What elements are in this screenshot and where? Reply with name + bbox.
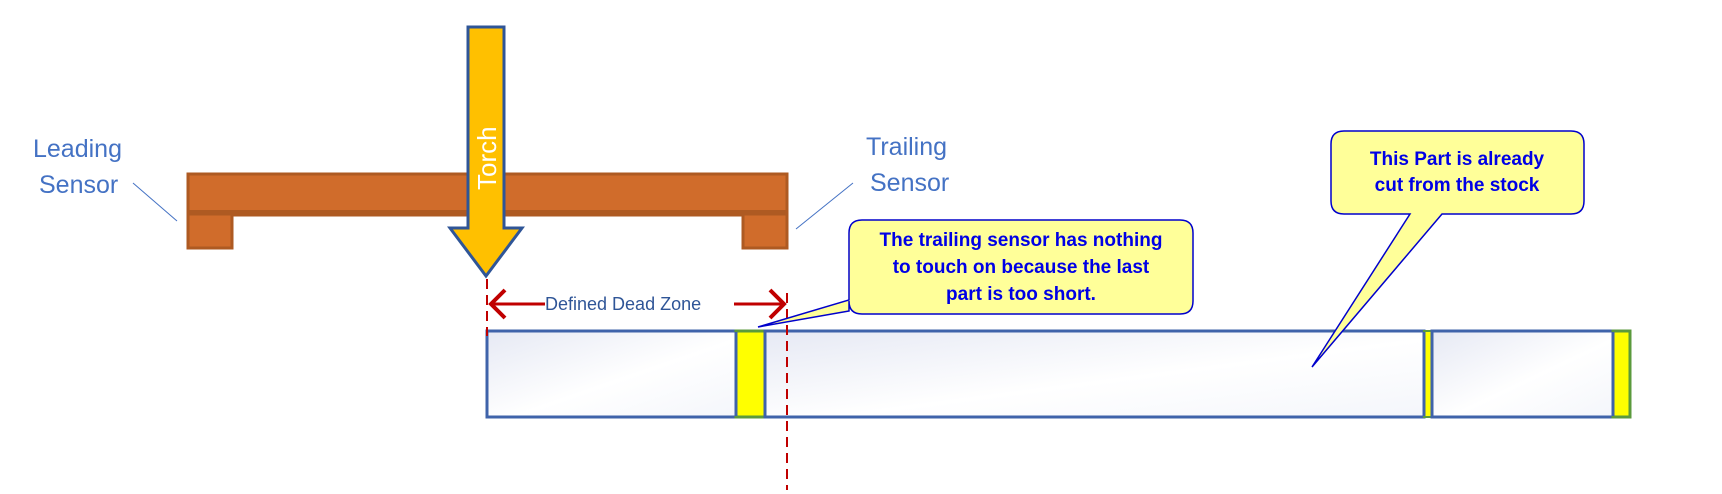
callout-cut-part-line1: This Part is already: [1370, 149, 1545, 170]
callout-cut-part: This Part is already cut from the stock: [1311, 130, 1585, 368]
cut-part-long: [763, 329, 1426, 419]
stock-bar: [485, 329, 1632, 419]
leading-sensor-label-line2: Sensor: [39, 171, 118, 199]
cut-part-short: [1430, 329, 1615, 419]
torch-arrow-shape: [447, 25, 525, 279]
callout-trailing-sensor-line3: part is too short.: [946, 284, 1096, 305]
callout-trailing-sensor-bubble: [757, 219, 1194, 328]
stock-remnant: [485, 329, 738, 419]
dead-zone-arrow-left-head: [488, 288, 507, 320]
trailing-sensor-label-line2: Sensor: [870, 169, 949, 197]
callout-cut-part-bubble: [1311, 130, 1585, 368]
dead-zone-dimension: Defined Dead Zone: [488, 288, 787, 320]
callout-cut-part-line2: cut from the stock: [1375, 175, 1540, 196]
kerf-cut-1: [734, 329, 767, 419]
dead-zone-label: Defined Dead Zone: [545, 294, 701, 314]
kerf-cut-3: [1611, 329, 1632, 419]
trailing-sensor-foot: [741, 212, 789, 250]
torch-arrow: Torch: [447, 25, 525, 279]
callout-trailing-sensor-line1: The trailing sensor has nothing: [880, 230, 1163, 251]
trailing-sensor-leader-line: [795, 182, 854, 230]
dead-zone-arrow-right-head: [768, 288, 787, 320]
leading-sensor-label-line1: Leading: [33, 135, 122, 163]
callout-trailing-sensor-line2: to touch on because the last: [893, 257, 1150, 278]
callout-trailing-sensor: The trailing sensor has nothing to touch…: [757, 219, 1194, 328]
leading-sensor-label: Leading Sensor: [33, 135, 122, 199]
leading-sensor-foot: [186, 212, 234, 250]
leading-sensor-leader-line: [132, 182, 178, 222]
torch-label: Torch: [472, 126, 502, 190]
trailing-sensor-label-line1: Trailing: [866, 133, 947, 161]
trailing-sensor-label: Trailing Sensor: [866, 133, 949, 197]
